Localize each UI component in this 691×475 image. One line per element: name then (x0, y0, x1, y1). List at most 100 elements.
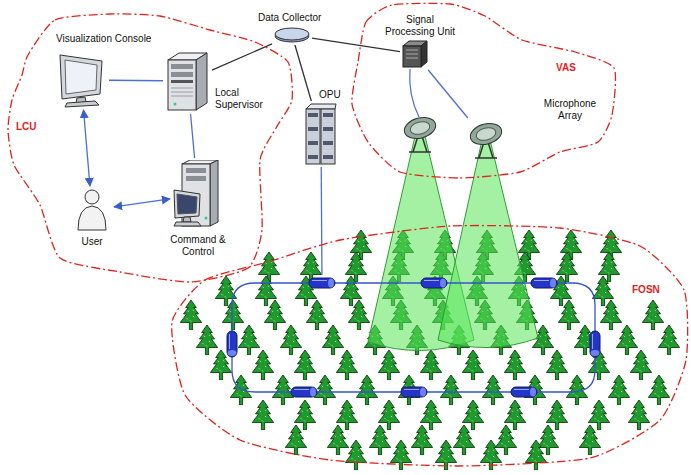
tree (272, 375, 293, 405)
tree (504, 400, 525, 430)
region-label: FOSN (632, 284, 660, 296)
server-node: Local Supervisor (165, 50, 277, 112)
tree (560, 230, 581, 260)
fiber-sensor (421, 278, 447, 288)
tree (546, 350, 567, 380)
tree (658, 325, 679, 355)
hub-symbol (275, 28, 309, 42)
sensor-symbol (309, 278, 335, 288)
region-outline (165, 222, 691, 475)
tree (264, 300, 285, 330)
tree (558, 300, 579, 330)
tree (180, 300, 201, 330)
connector (321, 167, 323, 275)
tree (258, 252, 279, 282)
tree (280, 325, 301, 355)
tree (196, 325, 217, 355)
tree (628, 400, 649, 430)
tree (608, 375, 629, 405)
cabinet-node: OPU (305, 88, 341, 165)
tree (495, 425, 516, 455)
tree (314, 375, 335, 405)
person-symbol (78, 190, 106, 230)
tree (285, 425, 306, 455)
fiber-sensor (531, 278, 557, 288)
tree (420, 350, 441, 380)
computer-icon (172, 160, 224, 230)
tree (345, 440, 366, 470)
fiber-loop (232, 283, 595, 392)
region-outline-path (352, 3, 616, 178)
cabinet-icon (305, 103, 337, 165)
computer-symbol (174, 160, 218, 226)
tree (525, 440, 546, 470)
device-label: Data Collector (258, 12, 321, 24)
user-node: User (70, 186, 112, 248)
tree (294, 400, 315, 430)
region-outline-path (8, 14, 292, 282)
tree (642, 300, 663, 330)
fiber-sensor (590, 331, 600, 357)
device-label: Command & Control (158, 234, 238, 257)
tree (378, 400, 399, 430)
server-icon (165, 50, 210, 112)
mic-symbol (468, 120, 504, 158)
tree (306, 300, 327, 330)
fiber-sensor (511, 387, 537, 397)
tree (411, 425, 432, 455)
tree (420, 400, 441, 430)
tree (588, 400, 609, 430)
connectors (84, 38, 468, 275)
tree (336, 400, 357, 430)
device-label: Local Supervisor (215, 87, 277, 110)
connector (84, 110, 90, 186)
processor-node: Signal Processing Unit (383, 14, 457, 68)
connector (191, 114, 195, 158)
mic-icon (400, 114, 440, 154)
tree (348, 300, 369, 330)
tree (390, 440, 411, 470)
fiber-sensor (401, 387, 427, 397)
sensor-icon (308, 277, 336, 289)
microphone-node: Microphone Array (400, 98, 602, 160)
tree (462, 350, 483, 380)
tree (462, 400, 483, 430)
hub-node: Data Collector (258, 10, 322, 43)
tree (369, 425, 390, 455)
mic-icon (466, 120, 506, 160)
mic-symbol (402, 114, 438, 152)
tree (579, 425, 600, 455)
person-label: User (72, 236, 112, 248)
tree (222, 300, 243, 330)
lcu-region: LCUVisualization ConsoleLocal Supervisor… (4, 8, 296, 292)
tree (546, 400, 567, 430)
tree (378, 350, 399, 380)
tree (294, 350, 315, 380)
tree (238, 325, 259, 355)
tree (600, 300, 621, 330)
person-icon (72, 188, 112, 232)
tree (322, 325, 343, 355)
tree (518, 230, 539, 260)
spu-symbol (403, 41, 427, 67)
server-symbol (168, 53, 207, 110)
device-label: Signal Processing Unit (383, 14, 457, 37)
tree (345, 252, 366, 282)
region-label: VAS (556, 62, 576, 74)
connector (109, 80, 163, 82)
region-outline-path (172, 226, 688, 466)
computer-node: Command & Control (156, 158, 238, 257)
device-label: OPU (319, 89, 341, 101)
connector (312, 38, 400, 52)
tree (616, 325, 637, 355)
cabinet-symbol (306, 104, 336, 164)
tree (440, 375, 461, 405)
device-label: Visualization Console (56, 33, 151, 45)
device-label: Microphone Array (538, 98, 602, 121)
tree (327, 425, 348, 455)
tree (356, 375, 377, 405)
tree (482, 375, 503, 405)
